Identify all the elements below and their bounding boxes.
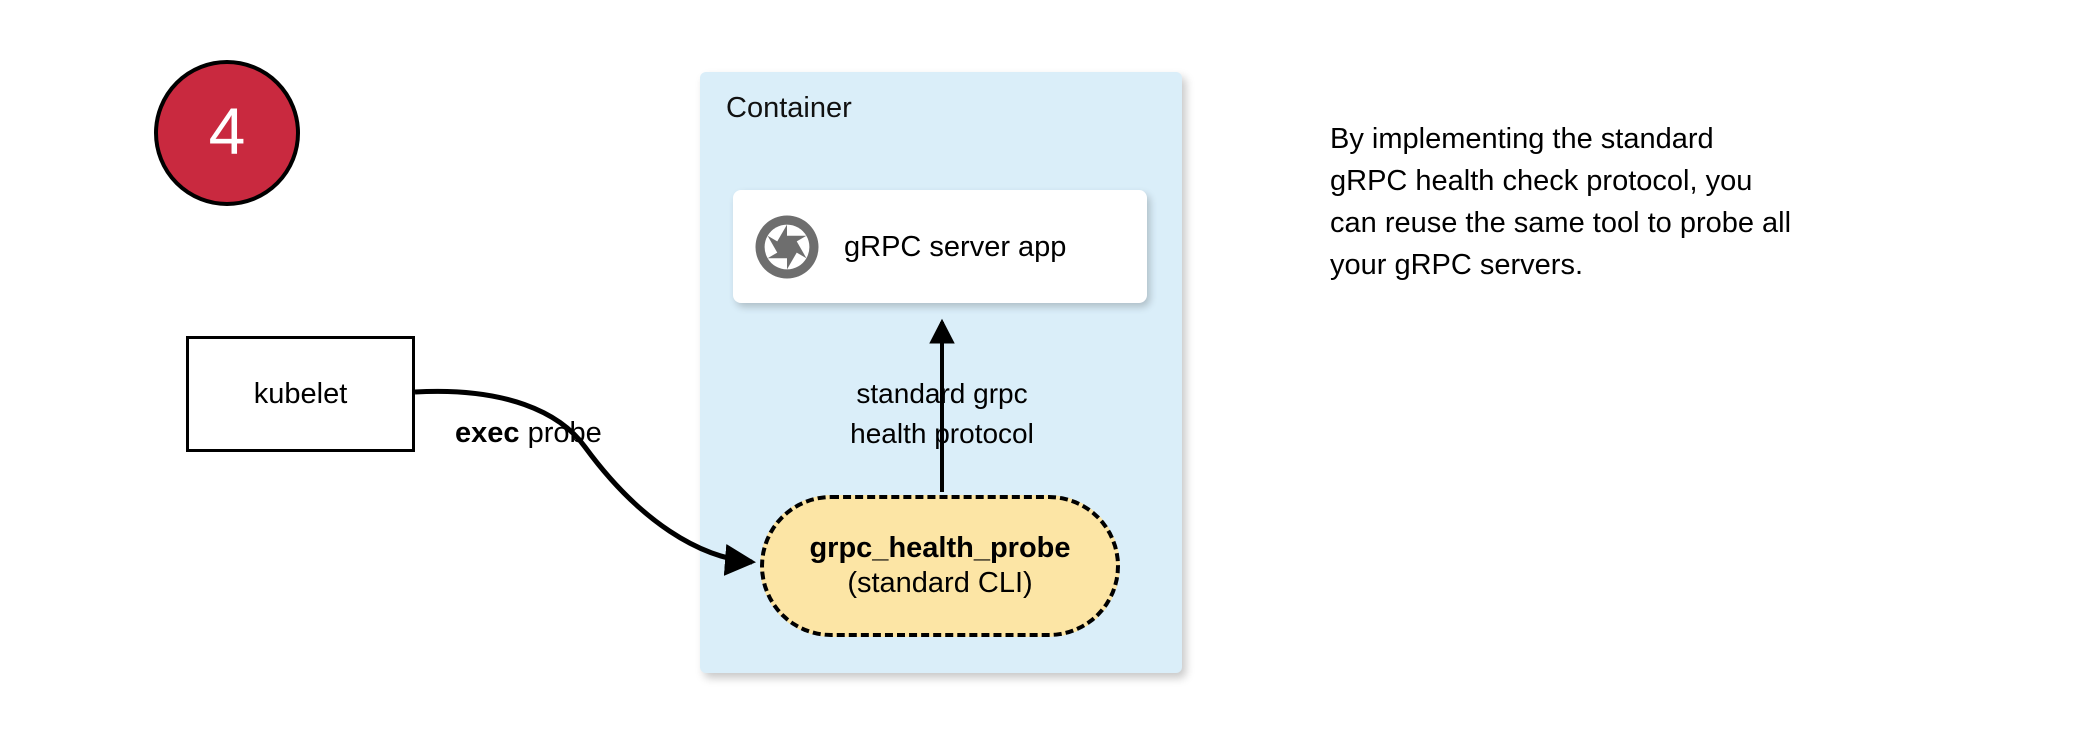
grpc-server-app-label: gRPC server app <box>844 230 1067 263</box>
kubelet-box: kubelet <box>186 336 415 452</box>
exec-probe-label-rest: probe <box>519 417 602 449</box>
step-number-badge: 4 <box>154 60 300 206</box>
exec-probe-edge-label: exec probe <box>455 415 602 451</box>
side-note-line-2: gRPC health check protocol, you <box>1330 165 1753 197</box>
side-note-line-3: can reuse the same tool to probe all <box>1330 207 1792 239</box>
side-note-line-4: your gRPC servers. <box>1330 249 1584 281</box>
grpc-server-app-card: gRPC server app <box>733 190 1147 303</box>
container-label: Container <box>726 92 852 124</box>
exec-probe-label-bold: exec <box>455 417 520 449</box>
protocol-label-line1: standard grpc <box>856 378 1028 409</box>
grpc-aperture-icon <box>755 215 819 278</box>
grpc-health-probe-node: grpc_health_probe (standard CLI) <box>760 495 1120 637</box>
protocol-label-line2: health protocol <box>850 418 1034 449</box>
side-note-line-1: By implementing the standard <box>1330 123 1714 155</box>
grpc-health-probe-subtitle: (standard CLI) <box>847 567 1033 599</box>
kubelet-label: kubelet <box>253 378 348 410</box>
side-note-text: By implementing the standard gRPC health… <box>1330 118 1930 286</box>
protocol-edge-label: standard grpc health protocol <box>822 374 1062 454</box>
step-number-label: 4 <box>208 94 246 168</box>
grpc-health-probe-title: grpc_health_probe <box>809 532 1071 564</box>
